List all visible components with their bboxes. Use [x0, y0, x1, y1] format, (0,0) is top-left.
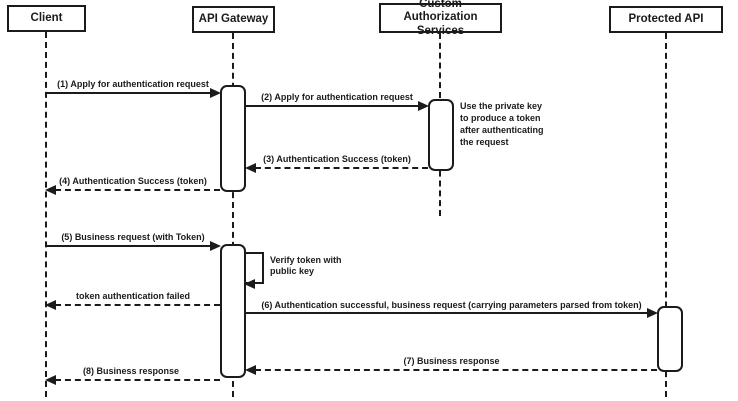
lifeline-protected-api — [665, 33, 667, 397]
actor-label-api-gateway: API Gateway — [198, 12, 269, 25]
arrowhead-left-icon — [45, 300, 56, 310]
arrow-line — [246, 312, 648, 314]
message-label-token-failed: token authentication failed — [75, 291, 190, 301]
arrowhead-left-icon — [245, 365, 256, 375]
arrowhead-left-icon — [45, 375, 56, 385]
actor-box-client: Client — [7, 5, 86, 32]
activation-protected-api — [657, 306, 683, 372]
message-label-5: (5) Business request (with Token) — [61, 232, 205, 242]
message-label-7: (7) Business response — [403, 356, 500, 366]
message-label-6: (6) Authentication successful, business … — [261, 300, 642, 310]
activation-api-gateway-1 — [220, 85, 246, 192]
message-label-4: (4) Authentication Success (token) — [59, 176, 207, 186]
arrow-line — [55, 304, 220, 306]
actor-label-client: Client — [30, 11, 63, 24]
arrow-line — [55, 379, 220, 381]
actor-box-custom-authorization-services: Custom Authorization Services — [379, 0, 502, 37]
arrowhead-right-icon — [210, 88, 221, 98]
arrowhead-right-icon — [647, 308, 658, 318]
arrowhead-left-icon — [244, 279, 255, 289]
arrowhead-left-icon — [245, 163, 256, 173]
self-message-label: Verify token with public key — [270, 255, 342, 276]
lifeline-client — [45, 32, 47, 397]
activation-api-gateway-2 — [220, 244, 246, 378]
arrow-line — [46, 245, 211, 247]
activation-custom-authorization-services — [428, 99, 454, 171]
arrowhead-right-icon — [418, 101, 429, 111]
arrow-line — [255, 369, 657, 371]
message-label-2: (2) Apply for authentication request — [261, 92, 413, 102]
arrow-line — [255, 167, 428, 169]
message-label-1: (1) Apply for authentication request — [57, 79, 209, 89]
actor-label-custom-authorization-services: Custom Authorization Services — [403, 0, 478, 37]
self-message-loop — [244, 252, 264, 289]
actor-box-protected-api: Protected API — [609, 6, 723, 33]
actor-label-protected-api: Protected API — [628, 12, 704, 25]
note-private-key: Use the private key to produce a token a… — [460, 101, 544, 147]
arrowhead-right-icon — [210, 241, 221, 251]
lifeline-api-gateway — [232, 33, 234, 397]
actor-box-api-gateway: API Gateway — [192, 6, 275, 33]
arrowhead-left-icon — [45, 185, 56, 195]
arrow-line — [55, 189, 220, 191]
arrow-line — [246, 105, 419, 107]
arrow-line — [46, 92, 211, 94]
message-label-8: (8) Business response — [82, 366, 180, 376]
message-label-3: (3) Authentication Success (token) — [263, 154, 411, 164]
